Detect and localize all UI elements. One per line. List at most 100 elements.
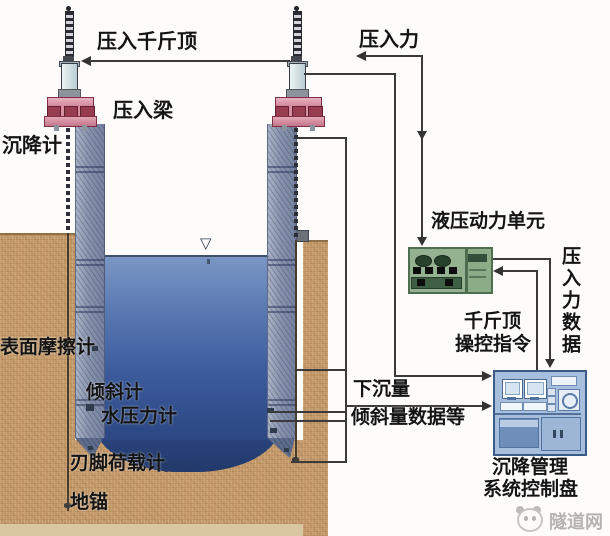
cabinet-door bbox=[541, 417, 581, 451]
jack-rod-top bbox=[66, 6, 71, 11]
label-hydraulic-power-unit: 液压动力单元 bbox=[431, 210, 546, 232]
line-command-v bbox=[536, 270, 538, 371]
wall-band bbox=[76, 264, 104, 266]
line-force-data-v bbox=[549, 258, 551, 359]
ground-surface-right bbox=[303, 240, 328, 242]
jack-pulley bbox=[291, 56, 302, 63]
aux-band bbox=[468, 254, 487, 262]
caisson-wall-right bbox=[267, 124, 297, 438]
anchor-chain-left bbox=[66, 128, 70, 233]
label-press-force-data: 压入力数据 bbox=[558, 246, 581, 356]
ground-surface-left bbox=[0, 233, 75, 235]
wall-band bbox=[268, 259, 296, 261]
jack-pulley bbox=[63, 56, 74, 63]
press-in-jack-right bbox=[272, 6, 325, 131]
unit-vent bbox=[417, 279, 425, 286]
water-level-stem bbox=[207, 259, 210, 264]
arrow-into-panel-sinking bbox=[482, 371, 492, 381]
label-press-in-jack: 压入千斤顶 bbox=[97, 29, 197, 53]
logo-eye bbox=[532, 516, 536, 521]
line-bracket-v bbox=[345, 137, 347, 463]
label-press-in-force: 压入力 bbox=[359, 27, 419, 51]
label-inclination-data: 倾斜量数据等 bbox=[351, 406, 466, 428]
line-sinking-v bbox=[394, 73, 396, 377]
line-press-force-h bbox=[364, 55, 422, 57]
panel-button bbox=[547, 404, 556, 412]
arrow-into-hydraulic-unit bbox=[417, 237, 427, 246]
hydraulic-power-unit-aux bbox=[466, 247, 493, 294]
unit-port bbox=[437, 267, 445, 274]
monitor-screen bbox=[524, 379, 547, 399]
panel-button bbox=[547, 396, 556, 404]
logo-head bbox=[517, 508, 543, 532]
tunnel-net-logo-icon bbox=[510, 505, 546, 532]
label-edge-load-gauge: 刃脚荷载计 bbox=[70, 452, 166, 474]
wall-band bbox=[76, 399, 104, 401]
door-handle bbox=[553, 430, 556, 438]
press-in-beam-bottom bbox=[272, 116, 325, 127]
ground-anchor-tip-right bbox=[292, 457, 299, 462]
label-press-in-beam: 压入梁 bbox=[113, 98, 173, 122]
anchor-chain-right bbox=[294, 128, 298, 240]
line-jack-pointer bbox=[89, 60, 290, 62]
line-force-data-h bbox=[489, 258, 551, 260]
kneehole bbox=[499, 418, 539, 448]
monitor-stand bbox=[507, 397, 516, 400]
beam-leg bbox=[82, 125, 87, 131]
label-control-panel-1: 沉降管理 bbox=[492, 456, 569, 478]
wall-band bbox=[268, 306, 296, 308]
soil-bottom-light-strip bbox=[0, 524, 328, 536]
arrow-into-hydraulic-command bbox=[493, 266, 503, 276]
line-command-h bbox=[502, 270, 538, 272]
ground-anchor-rod-left bbox=[67, 233, 69, 511]
logo-ear bbox=[516, 506, 524, 514]
unit-port bbox=[449, 267, 457, 274]
water-body bbox=[103, 256, 267, 440]
aux-stripe bbox=[469, 269, 486, 271]
monitor-display bbox=[505, 382, 520, 395]
keyboard bbox=[523, 402, 547, 411]
wall-band bbox=[76, 306, 104, 308]
water-level-icon: ▽ bbox=[200, 234, 212, 252]
settlement-gauge-rod bbox=[65, 11, 74, 60]
label-surface-friction-gauge: 表面摩擦计 bbox=[0, 336, 96, 358]
arrow-flow-down bbox=[417, 131, 427, 140]
ground-anchor-tip-left bbox=[64, 503, 71, 508]
label-control-panel-2: 系统控制盘 bbox=[483, 478, 579, 500]
water-pressure-gauge-icon bbox=[270, 428, 277, 433]
hydraulic-power-unit-main bbox=[408, 247, 467, 294]
press-in-jack-left bbox=[44, 6, 97, 131]
jack-cylinder bbox=[61, 63, 78, 91]
line-instrument-stub bbox=[270, 411, 346, 413]
unit-port bbox=[413, 267, 421, 274]
wall-band bbox=[268, 399, 296, 401]
unit-vent bbox=[445, 279, 453, 286]
line-sinking-h1 bbox=[304, 73, 395, 75]
wall-band bbox=[268, 166, 296, 168]
line-sinking-h2 bbox=[394, 375, 482, 377]
wall-band bbox=[76, 311, 104, 313]
line-bracket-rung-top bbox=[298, 137, 346, 139]
wall-band bbox=[268, 171, 296, 173]
wall-band bbox=[268, 404, 296, 406]
line-instrument-stub bbox=[270, 420, 346, 422]
water-surface-line bbox=[103, 255, 267, 257]
label-water-pressure-gauge: 水压力计 bbox=[101, 405, 178, 427]
gauge-icon bbox=[415, 255, 432, 267]
arrow-press-in-jack bbox=[81, 56, 91, 66]
settlement-gauge-rod bbox=[293, 11, 302, 60]
tunnel-net-watermark: 隧道网 bbox=[549, 512, 603, 533]
wall-band bbox=[76, 166, 104, 168]
excavation-hatch bbox=[158, 462, 192, 472]
dial-circle bbox=[562, 393, 578, 409]
wall-band bbox=[76, 259, 104, 261]
aux-stripe bbox=[469, 276, 486, 278]
settlement-control-panel bbox=[493, 370, 587, 456]
arrow-into-panel-force-data bbox=[545, 359, 555, 368]
wall-band bbox=[268, 311, 296, 313]
label-jack-command-2: 操控指令 bbox=[455, 333, 532, 355]
gauge-icon bbox=[434, 255, 451, 267]
monitor-stand bbox=[530, 397, 539, 400]
monitor-screen bbox=[502, 379, 523, 399]
